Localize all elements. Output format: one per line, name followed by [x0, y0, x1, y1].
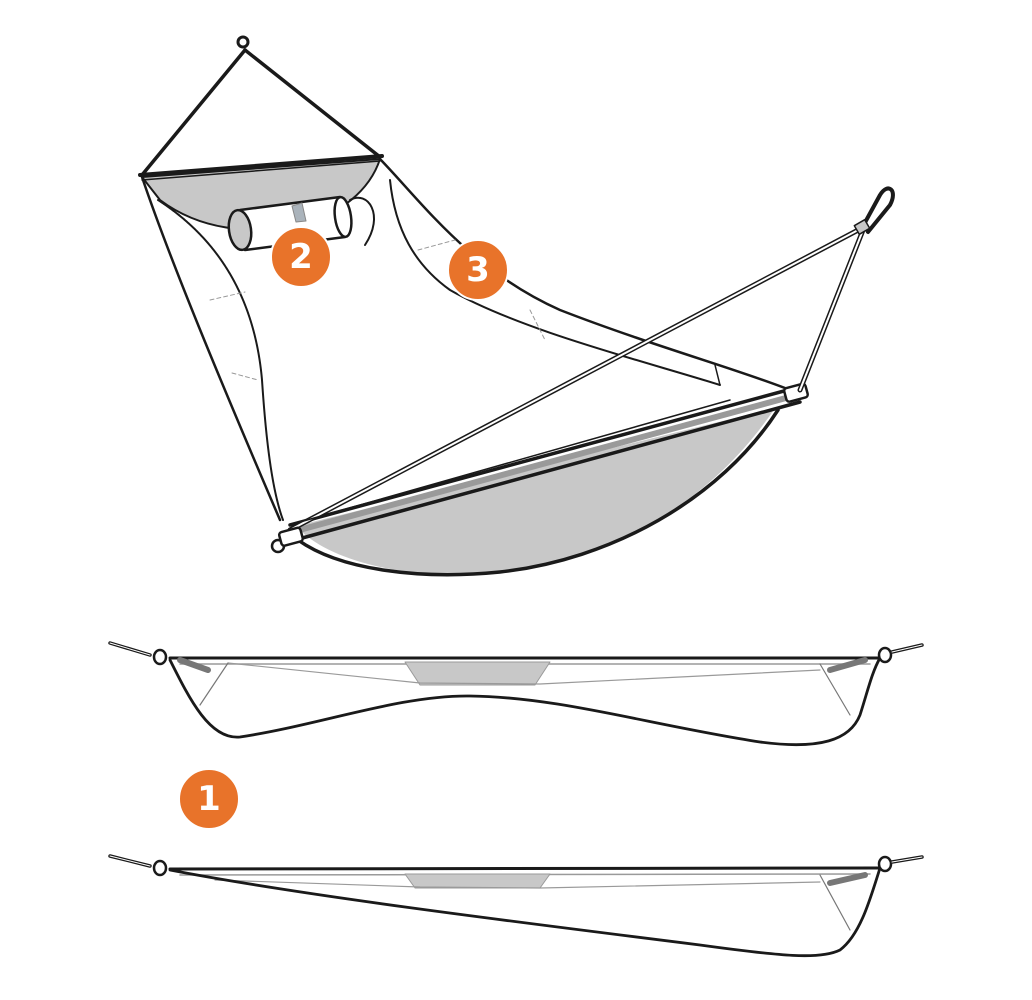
side-b-pad — [404, 873, 551, 889]
side-b-hull — [168, 866, 882, 958]
foot-right-fitting — [782, 382, 809, 403]
perspective-hammock — [138, 35, 895, 577]
left-outer-edge — [140, 175, 282, 522]
right-outer-edge — [378, 157, 792, 392]
left-netting-edge — [157, 199, 284, 521]
side-view-b — [108, 854, 924, 958]
side-a-hull — [168, 656, 882, 746]
side-a-pad — [404, 661, 551, 686]
foot-spreader-bar — [288, 386, 797, 527]
bed-bottom-edge — [296, 408, 780, 577]
top-left-suspension-rope — [140, 48, 247, 177]
callout-number: 2 — [289, 237, 313, 277]
top-hanging-ring — [236, 35, 250, 49]
right-hanging-loop — [860, 186, 895, 234]
top-right-suspension-rope — [243, 48, 382, 159]
callout-badge-3: 3 — [447, 239, 509, 301]
head-spreader-bar — [138, 154, 384, 177]
side-b-top-bar — [168, 866, 882, 871]
callout-number: 1 — [197, 779, 221, 819]
right-netting-edge — [389, 179, 721, 386]
bed-fabric — [300, 408, 775, 576]
callout-number: 3 — [466, 250, 490, 290]
callout-badge-1: 1 — [178, 768, 240, 830]
callout-badge-2: 2 — [270, 226, 332, 288]
side-view-a — [108, 641, 924, 746]
